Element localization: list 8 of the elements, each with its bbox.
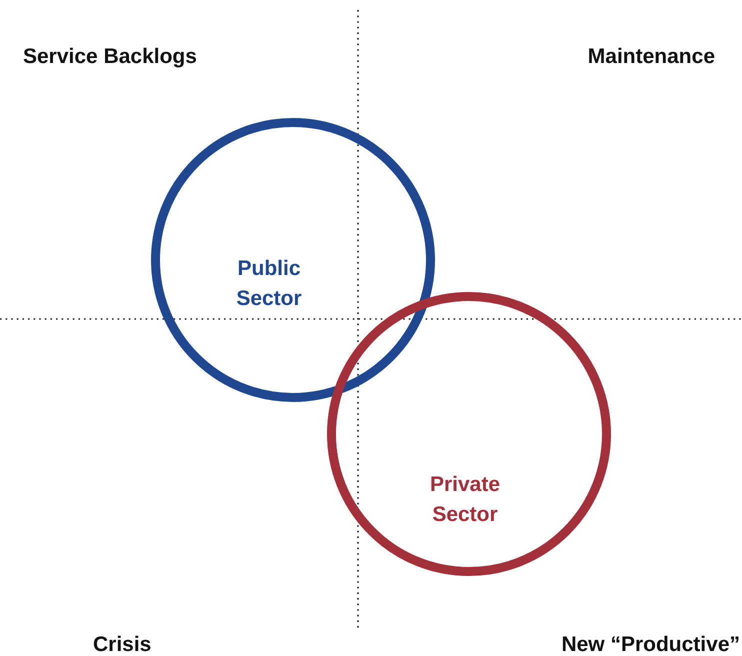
quadrant-label: New “Productive” [561,633,740,656]
circle-label: Private Sector [428,472,502,528]
circle-label: Public Sector [235,256,303,312]
quadrant-label: Service Backlogs [23,45,197,69]
quadrant-label: Crisis [93,633,152,656]
circle [327,292,611,576]
circle [151,118,435,402]
quadrant-label: Maintenance [588,45,715,69]
